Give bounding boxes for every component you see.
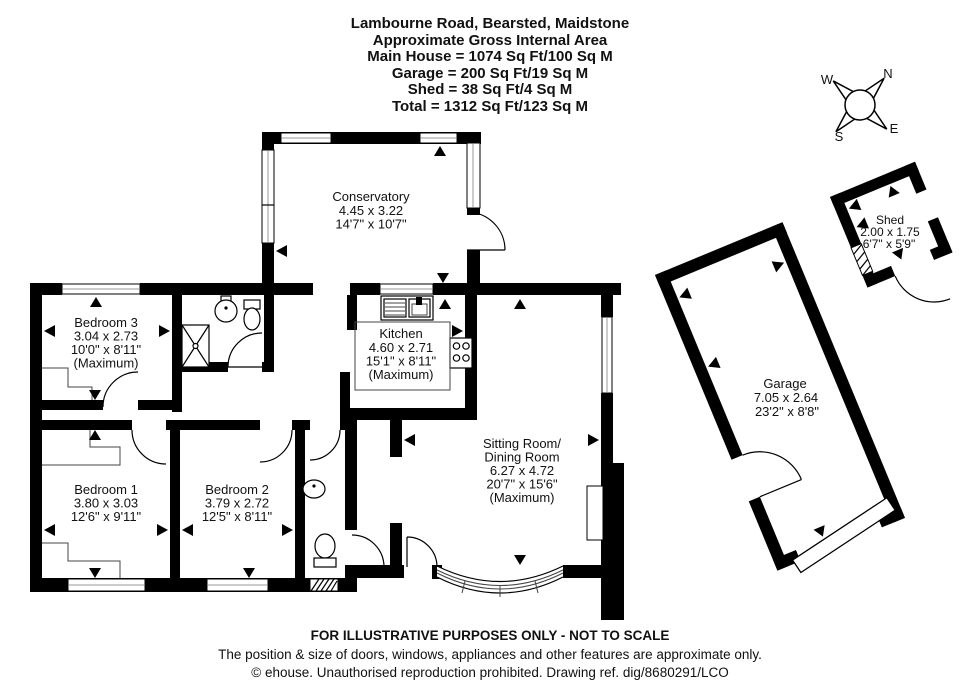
footer-block: FOR ILLUSTRATIVE PURPOSES ONLY - NOT TO …	[0, 627, 980, 683]
shed-window-hatched	[850, 242, 874, 277]
window	[61, 283, 141, 295]
title-subtitle: Approximate Gross Internal Area	[372, 31, 608, 49]
compass-w: W	[821, 72, 834, 87]
svg-text:(Maximum): (Maximum)	[369, 367, 434, 382]
svg-text:Conservatory: Conservatory	[332, 189, 410, 204]
door-arc-bedroom1	[131, 429, 167, 465]
svg-text:Garage: Garage	[763, 376, 806, 391]
doors	[102, 211, 506, 568]
door-arc-hall	[351, 534, 385, 568]
svg-text:7.05 x 2.64: 7.05 x 2.64	[754, 390, 818, 405]
bathroom-sink	[214, 295, 238, 323]
title-block: Lambourne Road, Bearsted, Maidstone Appr…	[0, 15, 980, 116]
measurement-arrows	[44, 146, 599, 578]
svg-text:6'7" x 5'9": 6'7" x 5'9"	[863, 237, 915, 251]
footer-disclaimer-title: FOR ILLUSTRATIVE PURPOSES ONLY - NOT TO …	[310, 628, 670, 643]
kitchen-counter	[354, 321, 451, 391]
bay-window	[436, 565, 564, 597]
fixtures	[42, 295, 473, 578]
garage-structure	[655, 222, 905, 574]
door-arc-front	[406, 536, 438, 568]
compass-s: S	[835, 129, 844, 144]
room-label-sitting-room: Sitting Room/ Dining Room 6.27 x 4.72 20…	[483, 436, 561, 505]
svg-text:Bedroom 3: Bedroom 3	[74, 315, 138, 330]
window	[67, 578, 146, 592]
svg-text:Shed: Shed	[876, 213, 904, 227]
room-label-bedroom2: Bedroom 2 3.79 x 2.72 12'5" x 8'11"	[202, 482, 273, 524]
room-label-kitchen: Kitchen 4.60 x 2.71 15'1" x 8'11" (Maxim…	[366, 326, 437, 382]
conservatory-window	[261, 149, 275, 244]
room-label-shed: Shed 2.00 x 1.75 6'7" x 5'9"	[860, 213, 920, 251]
svg-text:20'7" x 15'6": 20'7" x 15'6"	[486, 477, 558, 492]
title-main-house-area: Main House = 1074 Sq Ft/100 Sq M	[367, 48, 613, 66]
svg-text:2.00 x 1.75: 2.00 x 1.75	[860, 225, 920, 239]
room-label-garage: Garage 7.05 x 2.64 23'2" x 8'8"	[754, 376, 820, 419]
wc-sink	[302, 479, 326, 499]
title-address: Lambourne Road, Bearsted, Maidstone	[350, 15, 630, 32]
kitchen-sink-unit	[380, 295, 434, 321]
door-arc-conservatory	[466, 211, 506, 251]
window-hatched	[309, 578, 339, 592]
door-arc-bedroom2	[259, 429, 293, 463]
title-garage-area: Garage = 200 Sq Ft/19 Sq M	[391, 64, 589, 82]
svg-text:4.60 x 2.71: 4.60 x 2.71	[369, 340, 433, 355]
svg-text:6.27 x 4.72: 6.27 x 4.72	[490, 463, 554, 478]
window	[379, 283, 434, 295]
svg-text:Sitting Room/: Sitting Room/	[483, 436, 561, 451]
kitchen-hob	[449, 337, 473, 369]
conservatory-window	[280, 132, 332, 144]
conservatory-window	[466, 142, 481, 209]
svg-text:10'0" x 8'11": 10'0" x 8'11"	[71, 342, 142, 357]
shed-structure	[830, 161, 953, 303]
door-arc-bathroom	[227, 332, 263, 368]
svg-text:15'1" x 8'11": 15'1" x 8'11"	[366, 354, 437, 369]
svg-text:Bedroom 1: Bedroom 1	[74, 482, 138, 497]
compass-e: E	[890, 121, 899, 136]
footer-copyright: © ehouse. Unauthorised reproduction proh…	[251, 665, 729, 680]
compass-n: N	[883, 66, 892, 81]
door-arc-garage	[742, 451, 802, 498]
svg-text:Kitchen: Kitchen	[379, 326, 422, 341]
door-arc-bedroom3	[102, 371, 139, 408]
wardrobe-steps	[42, 367, 121, 578]
shower	[175, 324, 210, 368]
windows	[61, 132, 613, 592]
svg-text:3.04 x 2.73: 3.04 x 2.73	[74, 329, 138, 344]
garage-door-panel	[791, 496, 897, 574]
svg-text:Bedroom 2: Bedroom 2	[205, 482, 269, 497]
window	[206, 578, 269, 592]
svg-text:23'2" x 8'8": 23'2" x 8'8"	[755, 404, 819, 419]
window	[601, 316, 613, 394]
room-label-bedroom1: Bedroom 1 3.80 x 3.03 12'6" x 9'11"	[71, 482, 142, 524]
svg-text:12'6" x 9'11": 12'6" x 9'11"	[71, 509, 142, 524]
svg-text:3.79 x 2.72: 3.79 x 2.72	[205, 496, 269, 511]
fireplace	[586, 463, 624, 541]
svg-text:12'5" x 8'11": 12'5" x 8'11"	[202, 509, 273, 524]
svg-text:(Maximum): (Maximum)	[490, 490, 555, 505]
title-total-area: Total = 1312 Sq Ft/123 Sq M	[391, 97, 589, 115]
compass-rose: N W S E	[821, 66, 899, 144]
conservatory-window	[419, 132, 458, 144]
wc-toilet	[313, 533, 337, 568]
footer-disclaimer-text: The position & size of doors, windows, a…	[218, 646, 762, 662]
room-label-bedroom3: Bedroom 3 3.04 x 2.73 10'0" x 8'11" (Max…	[71, 315, 142, 371]
room-labels: Conservatory 4.45 x 3.22 14'7" x 10'7" K…	[71, 189, 920, 524]
svg-text:Dining Room: Dining Room	[484, 450, 559, 465]
svg-text:4.45 x 3.22: 4.45 x 3.22	[339, 203, 403, 218]
room-label-conservatory: Conservatory 4.45 x 3.22 14'7" x 10'7"	[332, 189, 410, 232]
bathroom-toilet	[243, 299, 261, 331]
title-shed-area: Shed = 38 Sq Ft/4 Sq M	[407, 81, 573, 99]
door-arc-wc	[309, 429, 341, 461]
door-arc-shed	[894, 275, 951, 303]
svg-text:3.80 x 3.03: 3.80 x 3.03	[74, 496, 138, 511]
svg-text:(Maximum): (Maximum)	[74, 356, 139, 371]
svg-text:14'7" x 10'7": 14'7" x 10'7"	[335, 217, 407, 232]
